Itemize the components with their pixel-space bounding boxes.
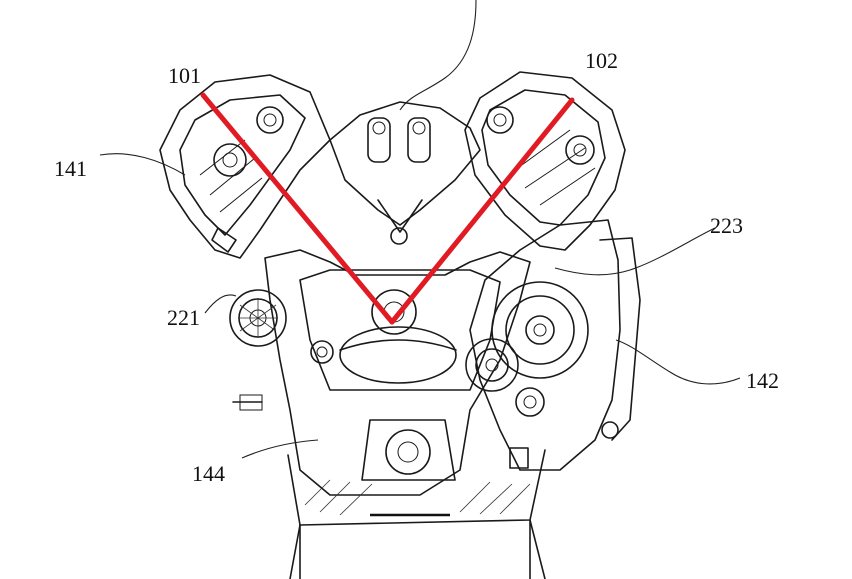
label-142: 142 <box>746 368 779 393</box>
engine-block <box>159 71 641 579</box>
label-223: 223 <box>710 213 743 238</box>
bank-axis-101 <box>200 92 395 325</box>
bank-axes <box>200 92 575 325</box>
label-221: 221 <box>167 305 200 330</box>
reference-labels: 101 102 141 221 223 142 144 <box>54 48 779 486</box>
label-144: 144 <box>192 461 225 486</box>
label-101: 101 <box>168 63 201 88</box>
leader-lines <box>99 0 741 459</box>
label-102: 102 <box>585 48 618 73</box>
label-141: 141 <box>54 156 87 181</box>
bank-axis-102 <box>389 97 575 325</box>
